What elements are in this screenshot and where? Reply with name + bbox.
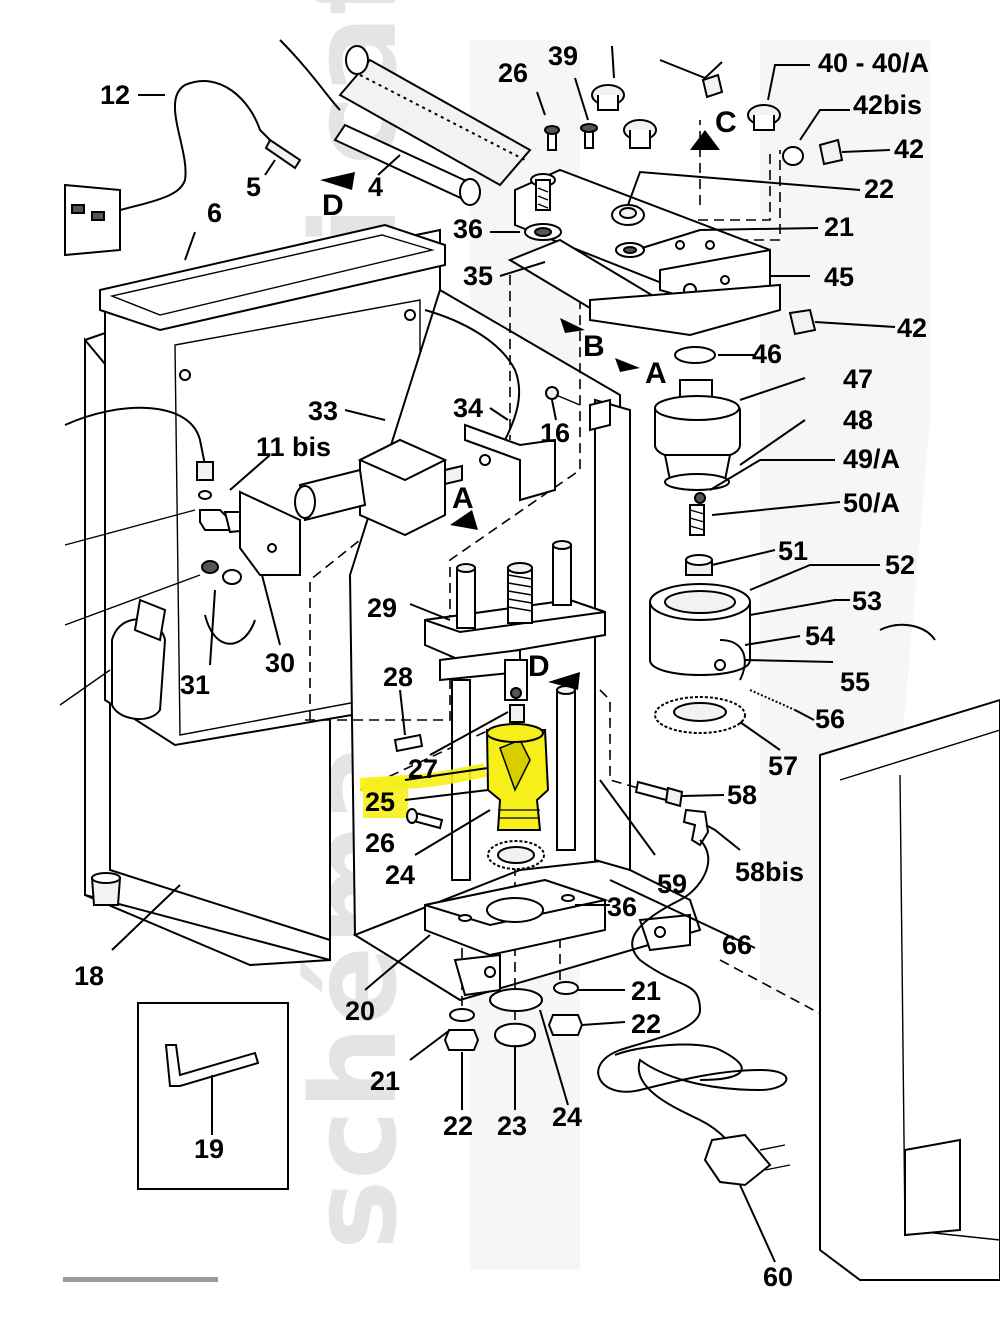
- label-25: 25: [365, 787, 395, 817]
- label-55: 55: [840, 667, 870, 697]
- label-66: 66: [722, 930, 752, 960]
- label-57: 57: [768, 751, 798, 781]
- label-24-bottom: 24: [552, 1102, 582, 1132]
- label-26-low: 26: [365, 828, 395, 858]
- base-plate: [406, 808, 691, 1051]
- label-59: 59: [657, 869, 687, 899]
- scale-bar: [63, 1277, 218, 1282]
- leader-lines: [111, 45, 896, 1263]
- label-48: 48: [843, 405, 873, 435]
- side-cover: [819, 623, 1000, 1281]
- label-36-top: 36: [453, 214, 483, 244]
- label-22-bottom: 22: [443, 1111, 473, 1141]
- label-5: 5: [246, 172, 261, 202]
- label-30: 30: [265, 648, 295, 678]
- direction-d-top: D: [322, 189, 344, 222]
- label-35: 35: [463, 261, 493, 291]
- label-53: 53: [852, 586, 882, 616]
- label-28: 28: [383, 662, 413, 692]
- direction-letters: D C B A A D: [322, 106, 737, 683]
- label-58bis: 58bis: [735, 857, 804, 887]
- label-4: 4: [368, 172, 383, 202]
- label-34: 34: [453, 393, 483, 423]
- direction-a-top: A: [645, 357, 667, 390]
- label-29: 29: [367, 593, 397, 623]
- label-19: 19: [194, 1134, 224, 1164]
- label-18: 18: [74, 961, 104, 991]
- part-labels: 12 5 4 6 26 39 40 - 40/A 42bis 42 22 36 …: [74, 41, 929, 1292]
- label-22-top: 22: [864, 174, 894, 204]
- label-20: 20: [345, 996, 375, 1026]
- label-40-40a: 40 - 40/A: [818, 48, 929, 78]
- label-23: 23: [497, 1111, 527, 1141]
- power-cable-top: [64, 80, 302, 257]
- fittings-right: [634, 780, 710, 847]
- label-16: 16: [540, 418, 570, 448]
- label-31: 31: [180, 670, 210, 700]
- label-46: 46: [752, 339, 782, 369]
- label-51: 51: [778, 536, 808, 566]
- label-56: 56: [815, 704, 845, 734]
- label-50a: 50/A: [843, 488, 900, 518]
- direction-arrows: [320, 130, 720, 690]
- fittings-left: [59, 406, 301, 721]
- label-58: 58: [727, 780, 757, 810]
- heating-element: [279, 39, 532, 206]
- label-42-top: 42: [894, 134, 924, 164]
- label-26-top: 26: [498, 58, 528, 88]
- group-head: [654, 346, 741, 576]
- label-11bis: 11 bis: [256, 432, 331, 462]
- pump: [294, 309, 611, 537]
- direction-d-mid: D: [528, 650, 550, 683]
- label-49a: 49/A: [843, 444, 900, 474]
- label-6: 6: [207, 198, 222, 228]
- label-52: 52: [885, 550, 915, 580]
- label-21-top: 21: [824, 212, 854, 242]
- label-36-low: 36: [607, 892, 637, 922]
- label-24-mid: 24: [385, 860, 415, 890]
- label-45: 45: [824, 262, 854, 292]
- label-42-mid: 42: [897, 313, 927, 343]
- power-cord: [597, 839, 791, 1187]
- label-42bis: 42bis: [853, 90, 922, 120]
- brew-plate-assembly: [393, 540, 606, 881]
- label-39: 39: [548, 41, 578, 71]
- direction-a-mid: A: [452, 482, 474, 515]
- label-27: 27: [408, 754, 438, 784]
- direction-c: C: [715, 106, 737, 139]
- label-47: 47: [843, 364, 873, 394]
- label-21-right: 21: [631, 976, 661, 1006]
- label-22-right: 22: [631, 1009, 661, 1039]
- label-21-left: 21: [370, 1066, 400, 1096]
- thermostats: [591, 73, 844, 336]
- label-12: 12: [100, 80, 130, 110]
- shower-holder: [649, 583, 796, 734]
- part-25-highlight: [359, 723, 550, 831]
- label-60: 60: [763, 1262, 793, 1292]
- label-54: 54: [805, 621, 835, 651]
- direction-b: B: [583, 330, 605, 363]
- label-33: 33: [308, 396, 338, 426]
